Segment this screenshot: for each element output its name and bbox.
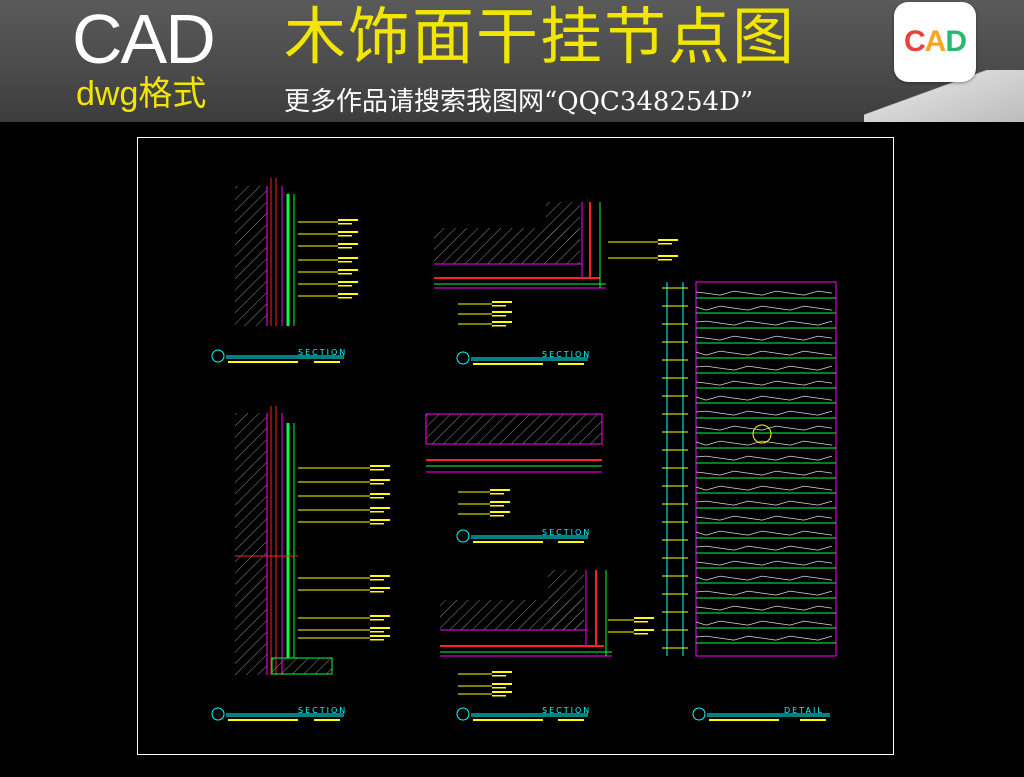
- section-label: DETAIL: [784, 706, 824, 715]
- cad-drawing: SECTION SECTION SECTION SECTION SECTION DETAI…: [211, 178, 837, 721]
- page-title: 木饰面干挂节点图: [284, 0, 797, 73]
- section-title-blocks: SECTION SECTION SECTION SECTION SECTION DETAI…: [211, 348, 830, 721]
- banner-header: CAD dwg格式 木饰面干挂节点图 更多作品请搜索我图网“QQC348254D…: [0, 0, 1024, 122]
- cad-drawing-frame: SECTION SECTION SECTION SECTION SECTION DETAI…: [137, 137, 894, 755]
- section-detail-3: [425, 413, 603, 473]
- section-detail-2: [434, 202, 606, 289]
- section-detail-5: [440, 570, 612, 657]
- section-marker: [211, 707, 225, 721]
- section-label: SECTION: [542, 706, 591, 715]
- section-marker: [211, 349, 225, 363]
- elevation-detail: [662, 281, 837, 657]
- section-marker: [456, 707, 470, 721]
- section-label: SECTION: [298, 706, 347, 715]
- section-marker: [692, 707, 706, 721]
- section-detail-1: [235, 178, 295, 326]
- logo-format-text: dwg格式: [76, 75, 207, 113]
- cad-app-icon-label: CAD: [903, 25, 967, 59]
- section-label: SECTION: [542, 350, 591, 359]
- badge-letter: A: [924, 25, 947, 58]
- section-marker: [456, 529, 470, 543]
- badge-letter: C: [903, 25, 926, 58]
- badge-letter: D: [945, 25, 967, 58]
- cad-app-icon[interactable]: CAD: [894, 2, 976, 82]
- section-detail-4: [235, 406, 333, 675]
- page-subtitle: 更多作品请搜索我图网“QQC348254D”: [284, 87, 754, 117]
- section-label: SECTION: [542, 528, 591, 537]
- logo-cad-text: CAD: [72, 0, 216, 78]
- section-marker: [456, 351, 470, 365]
- section-label: SECTION: [298, 348, 347, 357]
